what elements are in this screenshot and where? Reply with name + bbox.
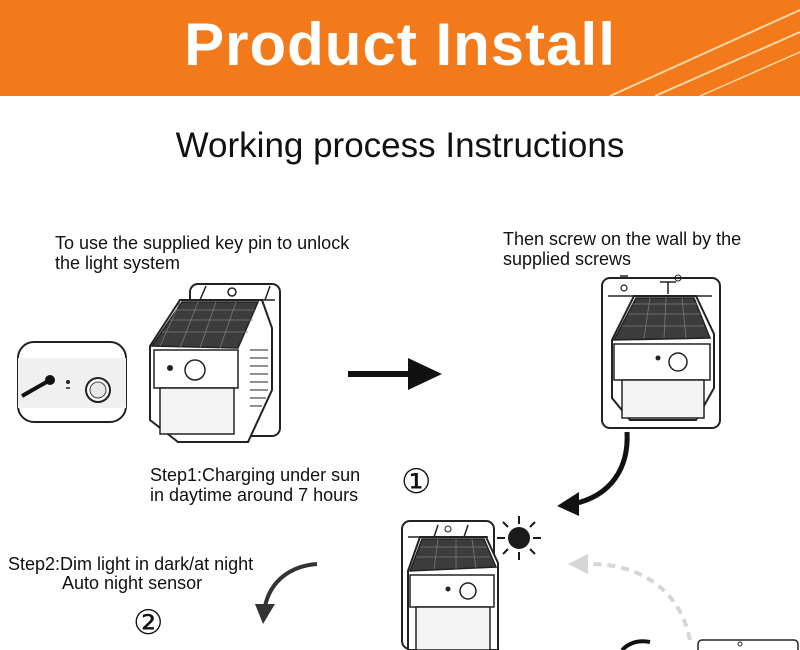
screw-caption-line1: Then screw on the wall by the — [503, 229, 742, 249]
step2-caption-line2: Auto night sensor — [62, 573, 203, 593]
step1-caption-line1: Step1:Charging under sun — [150, 465, 361, 485]
banner-title: Product Install — [184, 11, 616, 78]
unlock-caption-line1: To use the supplied key pin to unlock — [55, 233, 350, 253]
page-subtitle: Working process Instructions — [175, 126, 625, 165]
light-unit-illustration — [149, 283, 281, 443]
charging-light-illustration — [401, 520, 499, 650]
arrow-right-icon — [348, 358, 442, 390]
partial-next-step-illustration — [620, 639, 799, 650]
dashed-arrow-icon — [568, 554, 692, 641]
banner-stripes — [609, 9, 800, 96]
step2-marker: ② — [133, 603, 164, 643]
curved-arrow-icon — [557, 431, 630, 516]
sun-icon — [497, 516, 541, 560]
unlock-caption-line2: the light system — [55, 253, 181, 273]
step1-marker: ① — [401, 462, 432, 502]
key-pin-zoom — [17, 341, 127, 423]
header-banner: Product Install — [0, 0, 800, 96]
wall-mounted-light-illustration — [601, 274, 721, 429]
curved-arrow-step2-icon — [255, 562, 318, 624]
step1-caption-line2: in daytime around 7 hours — [150, 485, 359, 505]
step2-caption-line1: Step2:Dim light in dark/at night — [8, 554, 254, 574]
screw-caption-line2: supplied screws — [503, 249, 632, 269]
